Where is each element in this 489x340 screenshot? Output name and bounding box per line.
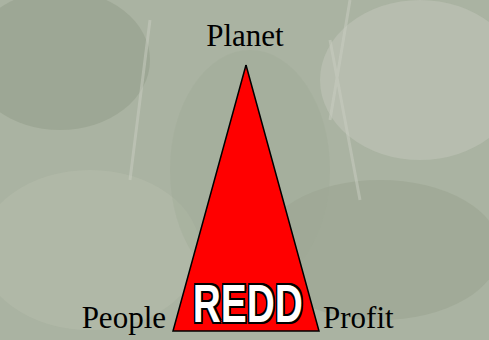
triangle-outline — [173, 65, 319, 331]
corner-label: Planet — [206, 20, 284, 51]
triangle-node: REDD — [172, 64, 320, 332]
corner-label: People — [82, 302, 166, 333]
node-title: REDD — [193, 276, 300, 330]
corner-label: Profit — [323, 302, 394, 333]
